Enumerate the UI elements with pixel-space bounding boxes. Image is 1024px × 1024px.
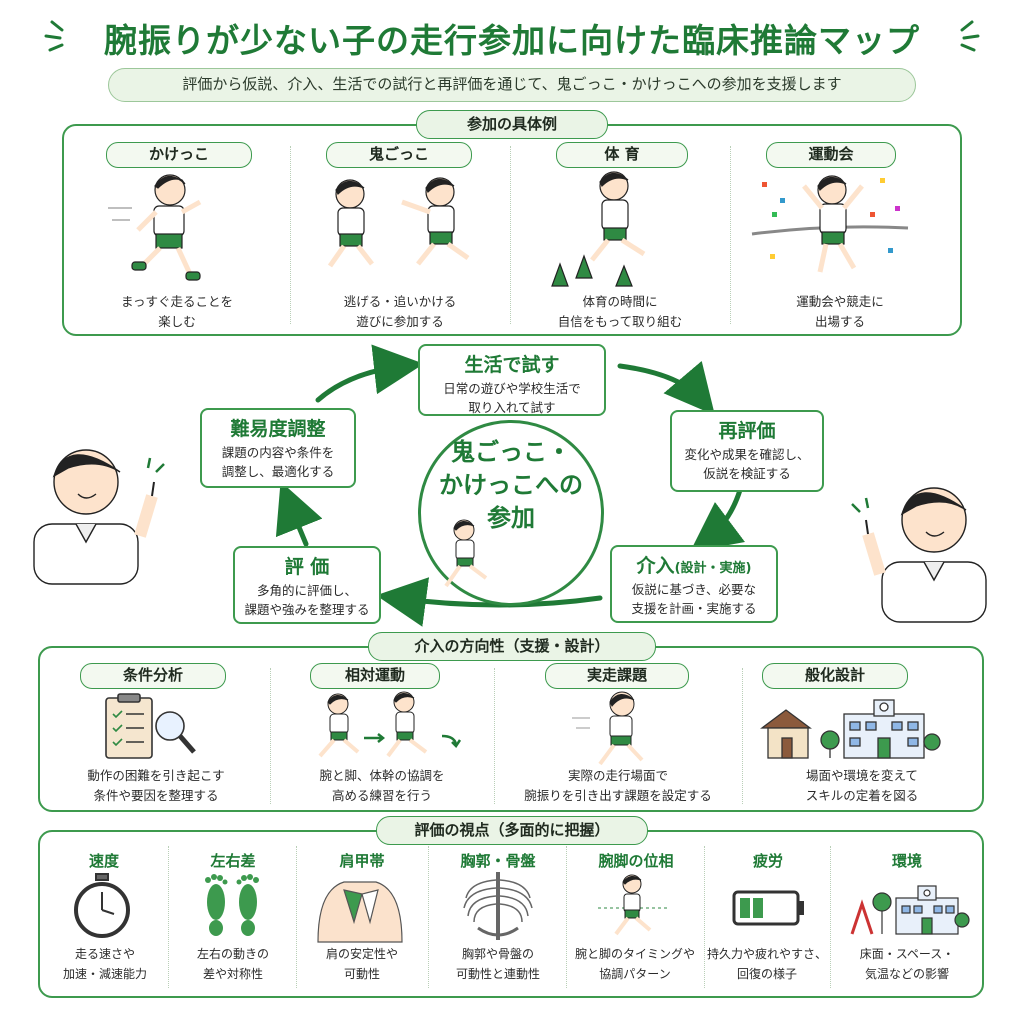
therapist-left-icon (33, 449, 165, 585)
cycle-evaluation: 評 価 多角的に評価し、 課題や強みを整理する (233, 546, 381, 624)
evaluation-title: 評価の視点（多面的に把握） (376, 816, 648, 845)
intervention-caption: 場面や環境を変えてスキルの定着を図る (805, 768, 919, 803)
participation-label-pe: 体 育 (556, 142, 688, 168)
eval-caption: 左右の動きの差や対称性 (196, 947, 269, 981)
cycle-reevaluate: 再評価 変化や成果を確認し、 仮説を検証する (670, 410, 824, 492)
participation-title: 参加の具体例 (416, 110, 608, 139)
eval-label-fatigue: 疲労 (752, 852, 783, 870)
running-child-icon (572, 691, 644, 766)
running-child-icon (598, 874, 670, 936)
divider (270, 668, 271, 804)
intervention-caption: 実際の走行場面で腕振りを引き出す課題を設定する (524, 768, 712, 803)
intervention-label-relative-motion: 相対運動 (310, 663, 440, 689)
divider (730, 146, 731, 324)
clipboard-magnifier-icon (105, 693, 196, 759)
divider (494, 668, 495, 804)
participation-caption: 逃げる・追いかける遊びに参加する (343, 294, 457, 329)
eval-caption: 肩の安定性や可動性 (325, 947, 398, 981)
intervention-caption: 動作の困難を引き起こす条件や要因を整理する (87, 768, 225, 803)
divider (296, 846, 297, 988)
intervention-caption: 腕と脚、体幹の協調を高める練習を行う (319, 768, 445, 803)
eval-caption: 走る速さや加速・減速能力 (62, 947, 147, 981)
participation-label-sportsday: 運動会 (766, 142, 896, 168)
participation-caption: 運動会や競走に出場する (796, 294, 884, 329)
stopwatch-icon (74, 873, 130, 938)
divider (566, 846, 567, 988)
running-child-icon (108, 174, 202, 281)
divider (290, 146, 291, 324)
eval-label-environment: 環境 (891, 852, 922, 870)
evaluation-panel (38, 830, 984, 998)
ribcage-pelvis-icon (463, 872, 533, 940)
eval-caption: 腕と脚のタイミングや協調パターン (574, 947, 695, 981)
participation-label-onigokko: 鬼ごっこ (326, 142, 472, 168)
divider (510, 146, 511, 324)
divider (742, 668, 743, 804)
center-goal-circle (418, 420, 604, 606)
page-title: 腕振りが少ない子の走行参加に向けた臨床推論マップ (104, 21, 920, 60)
title-spark-right-icon (960, 20, 980, 52)
cycle-difficulty-adjustment: 難易度調整 課題の内容や条件を 調整し、最適化する (200, 408, 356, 488)
relative-motion-children-icon (318, 691, 462, 758)
subtitle: 評価から仮説、介入、生活での試行と再評価を通じて、鬼ごっこ・かけっこへの参加を支… (108, 68, 916, 102)
divider (704, 846, 705, 988)
intervention-label-condition-analysis: 条件分析 (80, 663, 226, 689)
intervention-label-running-task: 実走課題 (545, 663, 689, 689)
low-battery-icon (732, 890, 804, 926)
eval-label-asymmetry: 左右差 (210, 852, 256, 870)
title-spark-left-icon (44, 20, 64, 52)
running-child-icon (444, 519, 488, 588)
participation-caption: まっすぐ走ることを楽しむ (120, 294, 233, 329)
cycle-intervention: 介入(設計・実施) 仮説に基づき、必要な 支援を計画・実施する (610, 545, 778, 623)
footprints-icon (205, 874, 259, 936)
eval-label-arm-leg-phase: 腕脚の位相 (598, 852, 674, 870)
participation-label-kakekko: かけっこ (106, 142, 252, 168)
divider (428, 846, 429, 988)
intervention-label-generalization: 般化設計 (762, 663, 908, 689)
eval-caption: 胸郭や骨盤の可動性と連動性 (455, 947, 540, 981)
house-school-icon (760, 699, 941, 759)
eval-label-speed: 速度 (88, 852, 119, 870)
sports-day-goal-icon (751, 175, 909, 273)
pe-cones-child-icon (551, 171, 646, 287)
eval-label-thorax-pelvis: 胸郭・骨盤 (460, 852, 536, 870)
eval-caption: 床面・スペース・気温などの影響 (859, 947, 955, 981)
participation-caption: 体育の時間に自信をもって取り組む (557, 294, 683, 329)
eval-caption: 持久力や疲れやすさ、回復の様子 (706, 947, 827, 981)
divider (830, 846, 831, 988)
intervention-title: 介入の方向性（支援・設計） (368, 632, 656, 661)
shoulder-blade-icon (317, 881, 403, 943)
therapist-right-icon (851, 487, 987, 623)
chasing-children-icon (327, 177, 470, 268)
eval-label-shoulder-girdle: 肩甲帯 (339, 852, 385, 870)
playground-school-icon (850, 885, 970, 935)
center-goal-text: 鬼ごっこ・かけっこへの参加 (439, 438, 583, 532)
divider (168, 846, 169, 988)
cycle-try-in-life: 生活で試す 日常の遊びや学校生活で 取り入れて試す (418, 344, 606, 416)
